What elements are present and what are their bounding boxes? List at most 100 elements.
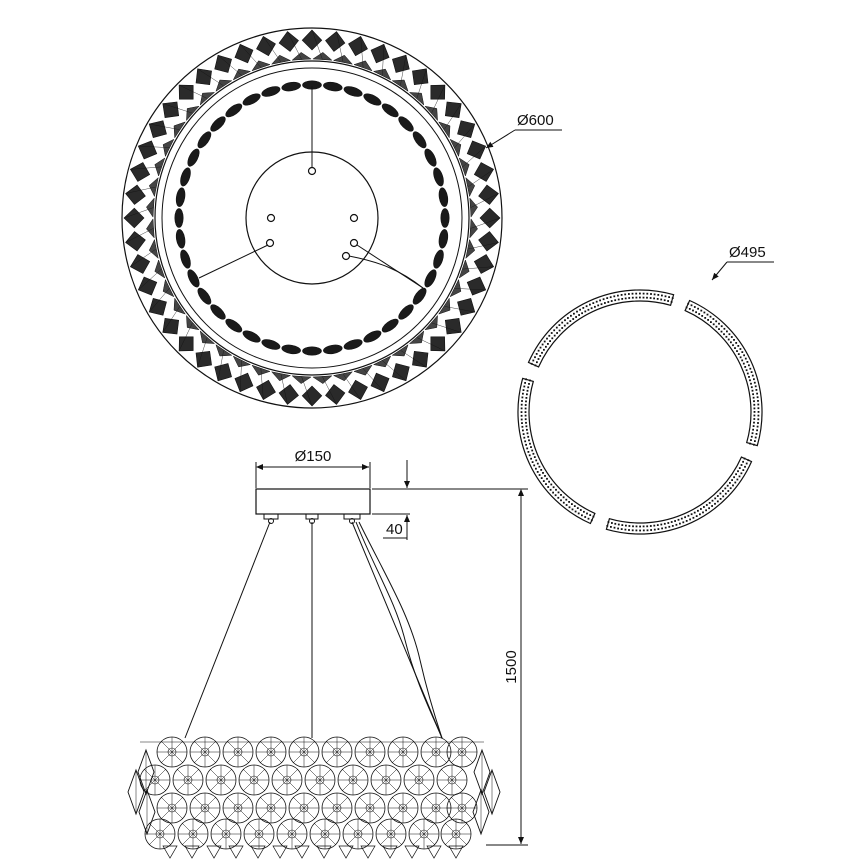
ring-dot xyxy=(558,329,561,332)
ring-dot xyxy=(737,353,740,355)
rosette-facets xyxy=(157,793,187,823)
ring-dot xyxy=(581,312,583,315)
bottom-drop xyxy=(250,845,266,859)
ring-dot xyxy=(600,303,603,306)
ring-dot xyxy=(528,383,530,385)
ring-dot xyxy=(664,526,667,529)
crystal xyxy=(154,259,166,279)
crystal xyxy=(162,101,180,118)
crystal xyxy=(162,318,180,335)
ring-dot xyxy=(751,389,754,392)
crystal xyxy=(148,238,159,259)
ring-dot xyxy=(625,524,627,527)
ring-dot xyxy=(532,359,535,362)
crystal xyxy=(137,140,158,160)
ring-dot xyxy=(590,519,593,522)
facet-line xyxy=(444,306,475,313)
crystal xyxy=(186,105,200,122)
facet-line xyxy=(454,288,486,291)
ring-dot xyxy=(675,523,678,526)
ring-dot xyxy=(731,479,733,481)
facet-line xyxy=(400,55,407,86)
ring-dot xyxy=(718,328,720,330)
crystal xyxy=(469,218,478,239)
rosette-core xyxy=(447,775,457,785)
ring-dot xyxy=(745,462,748,465)
ring-dot xyxy=(520,403,523,406)
ring-dot xyxy=(521,422,523,424)
crystal xyxy=(232,355,252,368)
crystal xyxy=(162,138,175,158)
ring-dot xyxy=(617,294,619,297)
ring-dot xyxy=(757,411,760,413)
ring-dot xyxy=(748,376,750,378)
bead xyxy=(412,131,427,149)
ring-dot xyxy=(703,311,706,314)
ring-dot xyxy=(576,310,578,313)
rosette-facets xyxy=(343,819,373,849)
bottom-drop xyxy=(404,845,420,859)
ring-dot xyxy=(755,433,758,435)
crystal xyxy=(473,254,495,274)
ring-dot xyxy=(531,461,534,463)
bead xyxy=(412,287,427,305)
crystal xyxy=(372,68,392,81)
rosette-core xyxy=(155,829,165,839)
ring-dot xyxy=(631,292,634,295)
ring-dot xyxy=(541,343,544,346)
ring-dot xyxy=(587,308,590,311)
facet-line xyxy=(467,242,499,250)
ring-dot xyxy=(704,317,707,319)
ring-segment xyxy=(684,299,763,447)
ring-dot xyxy=(523,385,526,388)
ring-dot xyxy=(571,508,574,511)
ring-dot xyxy=(752,428,754,431)
ring-dot xyxy=(716,500,719,503)
crystal xyxy=(214,363,232,382)
rosette-core xyxy=(254,829,264,839)
rosette-core xyxy=(332,747,342,757)
ring-dot xyxy=(753,400,755,403)
crystal xyxy=(129,162,151,182)
rosette-facets xyxy=(447,793,477,823)
ring-dot xyxy=(534,364,537,367)
ring-dot xyxy=(573,312,575,315)
ring-dot xyxy=(725,335,728,338)
ring-dot xyxy=(642,529,645,532)
ring-dot xyxy=(561,321,564,324)
crystal xyxy=(199,330,216,344)
ring-dot xyxy=(520,411,523,413)
bottom-drop xyxy=(228,845,244,859)
ring-dot xyxy=(670,301,673,303)
canopy-height-label: 40 xyxy=(386,521,403,538)
ring-dot xyxy=(753,414,756,417)
ring-dot xyxy=(602,298,605,301)
ring-dot xyxy=(597,304,600,307)
ring-dot xyxy=(664,295,667,298)
ring-dot xyxy=(545,483,547,485)
ring-dot xyxy=(620,528,623,530)
crystal xyxy=(199,92,216,106)
ring-dot xyxy=(709,315,712,318)
ring-dot xyxy=(525,378,527,381)
ring-dot xyxy=(620,294,623,296)
ring-dot xyxy=(708,507,710,510)
ring-dot xyxy=(646,525,649,528)
ring-dot xyxy=(692,309,694,312)
canopy-disc xyxy=(245,151,379,285)
ring-dot xyxy=(742,469,745,471)
ring-dot xyxy=(533,464,536,467)
ring-dot xyxy=(736,478,739,481)
ring-dot xyxy=(583,510,585,513)
ring-dot xyxy=(595,300,598,303)
ring-dot xyxy=(727,490,730,492)
ring-dot xyxy=(528,454,531,457)
ring-dot xyxy=(609,296,612,299)
ring-dot xyxy=(546,337,548,340)
ring-dot xyxy=(750,386,753,389)
crystal-body xyxy=(127,736,501,859)
ring-dot xyxy=(729,487,732,490)
ring-dot xyxy=(701,315,704,317)
crystal xyxy=(173,297,186,315)
ring-dot xyxy=(574,510,577,513)
